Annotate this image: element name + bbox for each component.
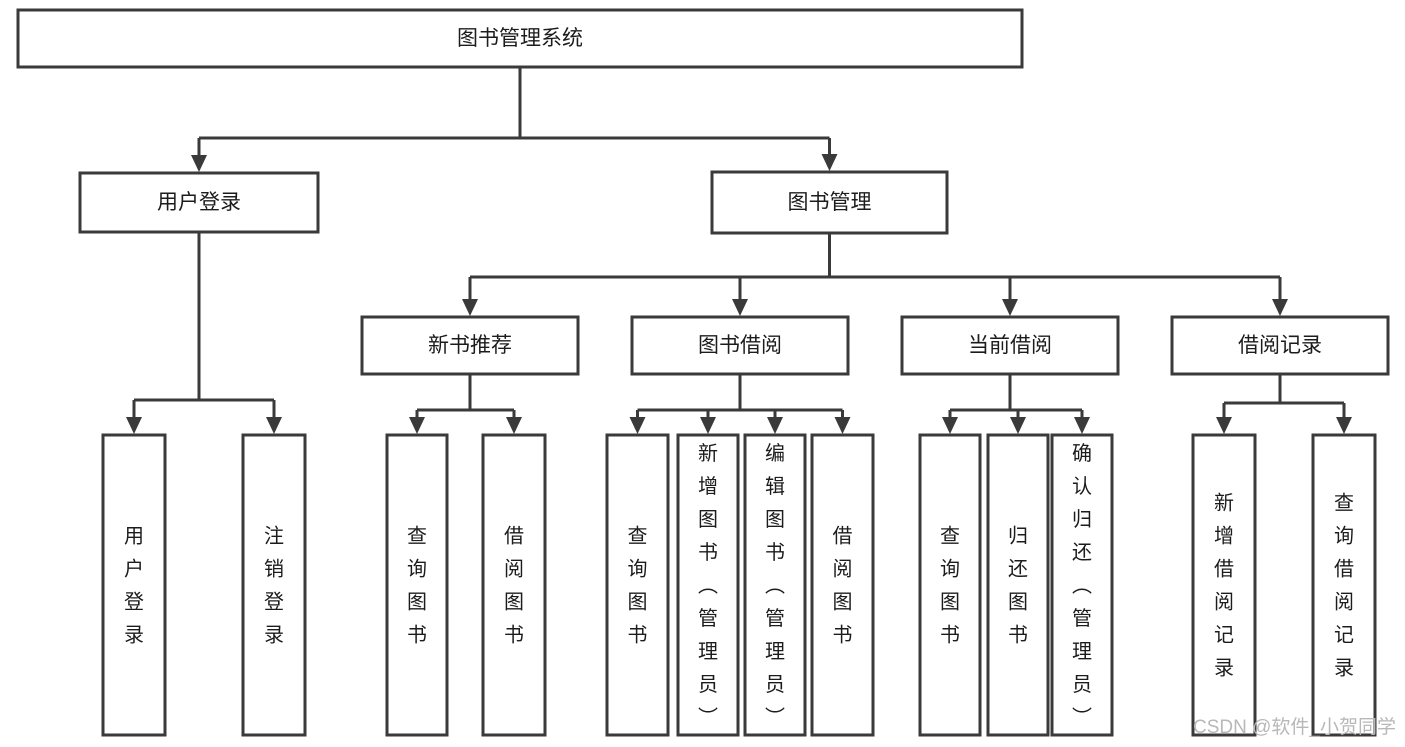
node-new-book-recommend[interactable]: 新书推荐: [360, 315, 580, 376]
node-label-leaf-borrow-book-2: 借阅图书: [833, 525, 853, 647]
node-box-leaf-query-book-2[interactable]: [605, 433, 670, 737]
arrow-head-user-login-1: [266, 417, 282, 434]
node-leaf-query-book-2[interactable]: 查询图书: [605, 433, 670, 737]
arrow-head-borrow-record-1: [1336, 417, 1352, 434]
node-leaf-add-book[interactable]: 新增图书︵管理员︶: [676, 433, 740, 737]
node-box-leaf-query-book-1[interactable]: [385, 433, 449, 737]
node-label-book-borrow: 图书借阅: [698, 334, 782, 357]
node-leaf-query-book-3[interactable]: 查询图书: [918, 433, 982, 737]
node-box-leaf-query-borrow-record[interactable]: [1311, 433, 1377, 737]
arrow-head-book-borrow-0: [629, 417, 646, 434]
connector-lines: [126, 67, 1352, 434]
node-label-leaf-borrow-book-1: 借阅图书: [504, 525, 524, 647]
node-box-new-book-recommend[interactable]: [360, 315, 580, 376]
node-book-borrow[interactable]: 图书借阅: [630, 315, 850, 376]
node-label-user-login: 用户登录: [157, 191, 241, 214]
node-label-leaf-return-book: 归还图书: [1008, 525, 1028, 647]
node-box-book-manage[interactable]: [710, 170, 949, 235]
arrow-head-book-borrow-2: [767, 417, 783, 434]
node-book-manage[interactable]: 图书管理: [710, 170, 949, 235]
arrow-head-book-borrow-3: [834, 417, 851, 434]
node-box-leaf-borrow-book-2[interactable]: [810, 433, 875, 737]
node-label-leaf-user-login: 用户登录: [124, 526, 144, 647]
node-box-leaf-user-login[interactable]: [101, 433, 167, 737]
arrow-head-current-borrow-2: [1074, 417, 1090, 434]
csdn-watermark: CSDN @软件_小贺同学: [1193, 716, 1396, 738]
node-label-borrow-record: 借阅记录: [1238, 334, 1322, 357]
arrow-head-book-manage-3: [1272, 299, 1288, 316]
node-leaf-borrow-book-2[interactable]: 借阅图书: [810, 433, 875, 737]
node-box-leaf-edit-book[interactable]: [743, 433, 807, 737]
arrow-head-book-borrow-1: [700, 417, 716, 434]
arrow-head-current-borrow-1: [1010, 417, 1026, 434]
node-label-leaf-query-borrow-record: 查询借阅记录: [1334, 492, 1354, 680]
arrow-head-book-manage-2: [1002, 299, 1018, 316]
node-box-leaf-return-book[interactable]: [986, 433, 1050, 737]
node-label-leaf-edit-book: 编辑图书︵管理员︶: [765, 442, 785, 729]
node-boxes: 图书管理系统用户登录图书管理新书推荐图书借阅当前借阅借阅记录用户登录注销登录查询…: [16, 8, 1390, 737]
node-box-leaf-logout-login[interactable]: [241, 433, 307, 737]
node-label-root: 图书管理系统: [457, 27, 583, 50]
node-leaf-borrow-book-1[interactable]: 借阅图书: [481, 433, 547, 737]
node-label-current-borrow: 当前借阅: [968, 334, 1052, 357]
arrow-head-new-book-recommend-0: [409, 417, 425, 434]
arrow-head-book-manage-1: [732, 299, 748, 316]
node-label-new-book-recommend: 新书推荐: [428, 334, 512, 357]
node-leaf-query-borrow-record[interactable]: 查询借阅记录: [1311, 433, 1377, 737]
node-label-leaf-add-book: 新增图书︵管理员︶: [698, 442, 718, 729]
node-leaf-add-borrow-record[interactable]: 新增借阅记录: [1191, 433, 1257, 737]
node-box-root[interactable]: [16, 8, 1024, 69]
node-box-leaf-borrow-book-1[interactable]: [481, 433, 547, 737]
node-box-book-borrow[interactable]: [630, 315, 850, 376]
node-user-login[interactable]: 用户登录: [78, 171, 320, 234]
node-box-leaf-query-book-3[interactable]: [918, 433, 982, 737]
arrow-head-current-borrow-0: [942, 417, 958, 434]
node-box-leaf-confirm-return[interactable]: [1050, 433, 1114, 737]
arrow-head-root-0: [191, 155, 207, 172]
node-label-book-manage: 图书管理: [788, 191, 872, 214]
node-current-borrow[interactable]: 当前借阅: [900, 315, 1120, 376]
node-label-leaf-logout-login: 注销登录: [264, 525, 284, 647]
arrow-head-book-manage-0: [462, 299, 478, 316]
node-label-leaf-query-book-2: 查询图书: [628, 525, 648, 647]
node-leaf-user-login[interactable]: 用户登录: [101, 433, 167, 737]
node-root[interactable]: 图书管理系统: [16, 8, 1024, 69]
node-box-current-borrow[interactable]: [900, 315, 1120, 376]
node-leaf-edit-book[interactable]: 编辑图书︵管理员︶: [743, 433, 807, 737]
node-leaf-logout-login[interactable]: 注销登录: [241, 433, 307, 737]
arrow-head-borrow-record-0: [1216, 417, 1232, 434]
node-box-user-login[interactable]: [78, 171, 320, 234]
node-leaf-return-book[interactable]: 归还图书: [986, 433, 1050, 737]
node-box-leaf-add-borrow-record[interactable]: [1191, 433, 1257, 737]
node-box-leaf-add-book[interactable]: [676, 433, 740, 737]
arrow-head-root-1: [821, 154, 838, 171]
node-label-leaf-add-borrow-record: 新增借阅记录: [1214, 492, 1234, 680]
node-label-leaf-query-book-3: 查询图书: [940, 525, 960, 647]
node-borrow-record[interactable]: 借阅记录: [1170, 315, 1390, 376]
node-label-leaf-query-book-1: 查询图书: [407, 525, 427, 647]
arrow-head-user-login-0: [126, 417, 142, 434]
node-leaf-query-book-1[interactable]: 查询图书: [385, 433, 449, 737]
node-leaf-confirm-return[interactable]: 确认归还︵管理员︶: [1050, 433, 1114, 737]
node-label-leaf-confirm-return: 确认归还︵管理员︶: [1072, 442, 1092, 729]
arrow-head-new-book-recommend-1: [506, 417, 522, 434]
node-box-borrow-record[interactable]: [1170, 315, 1390, 376]
